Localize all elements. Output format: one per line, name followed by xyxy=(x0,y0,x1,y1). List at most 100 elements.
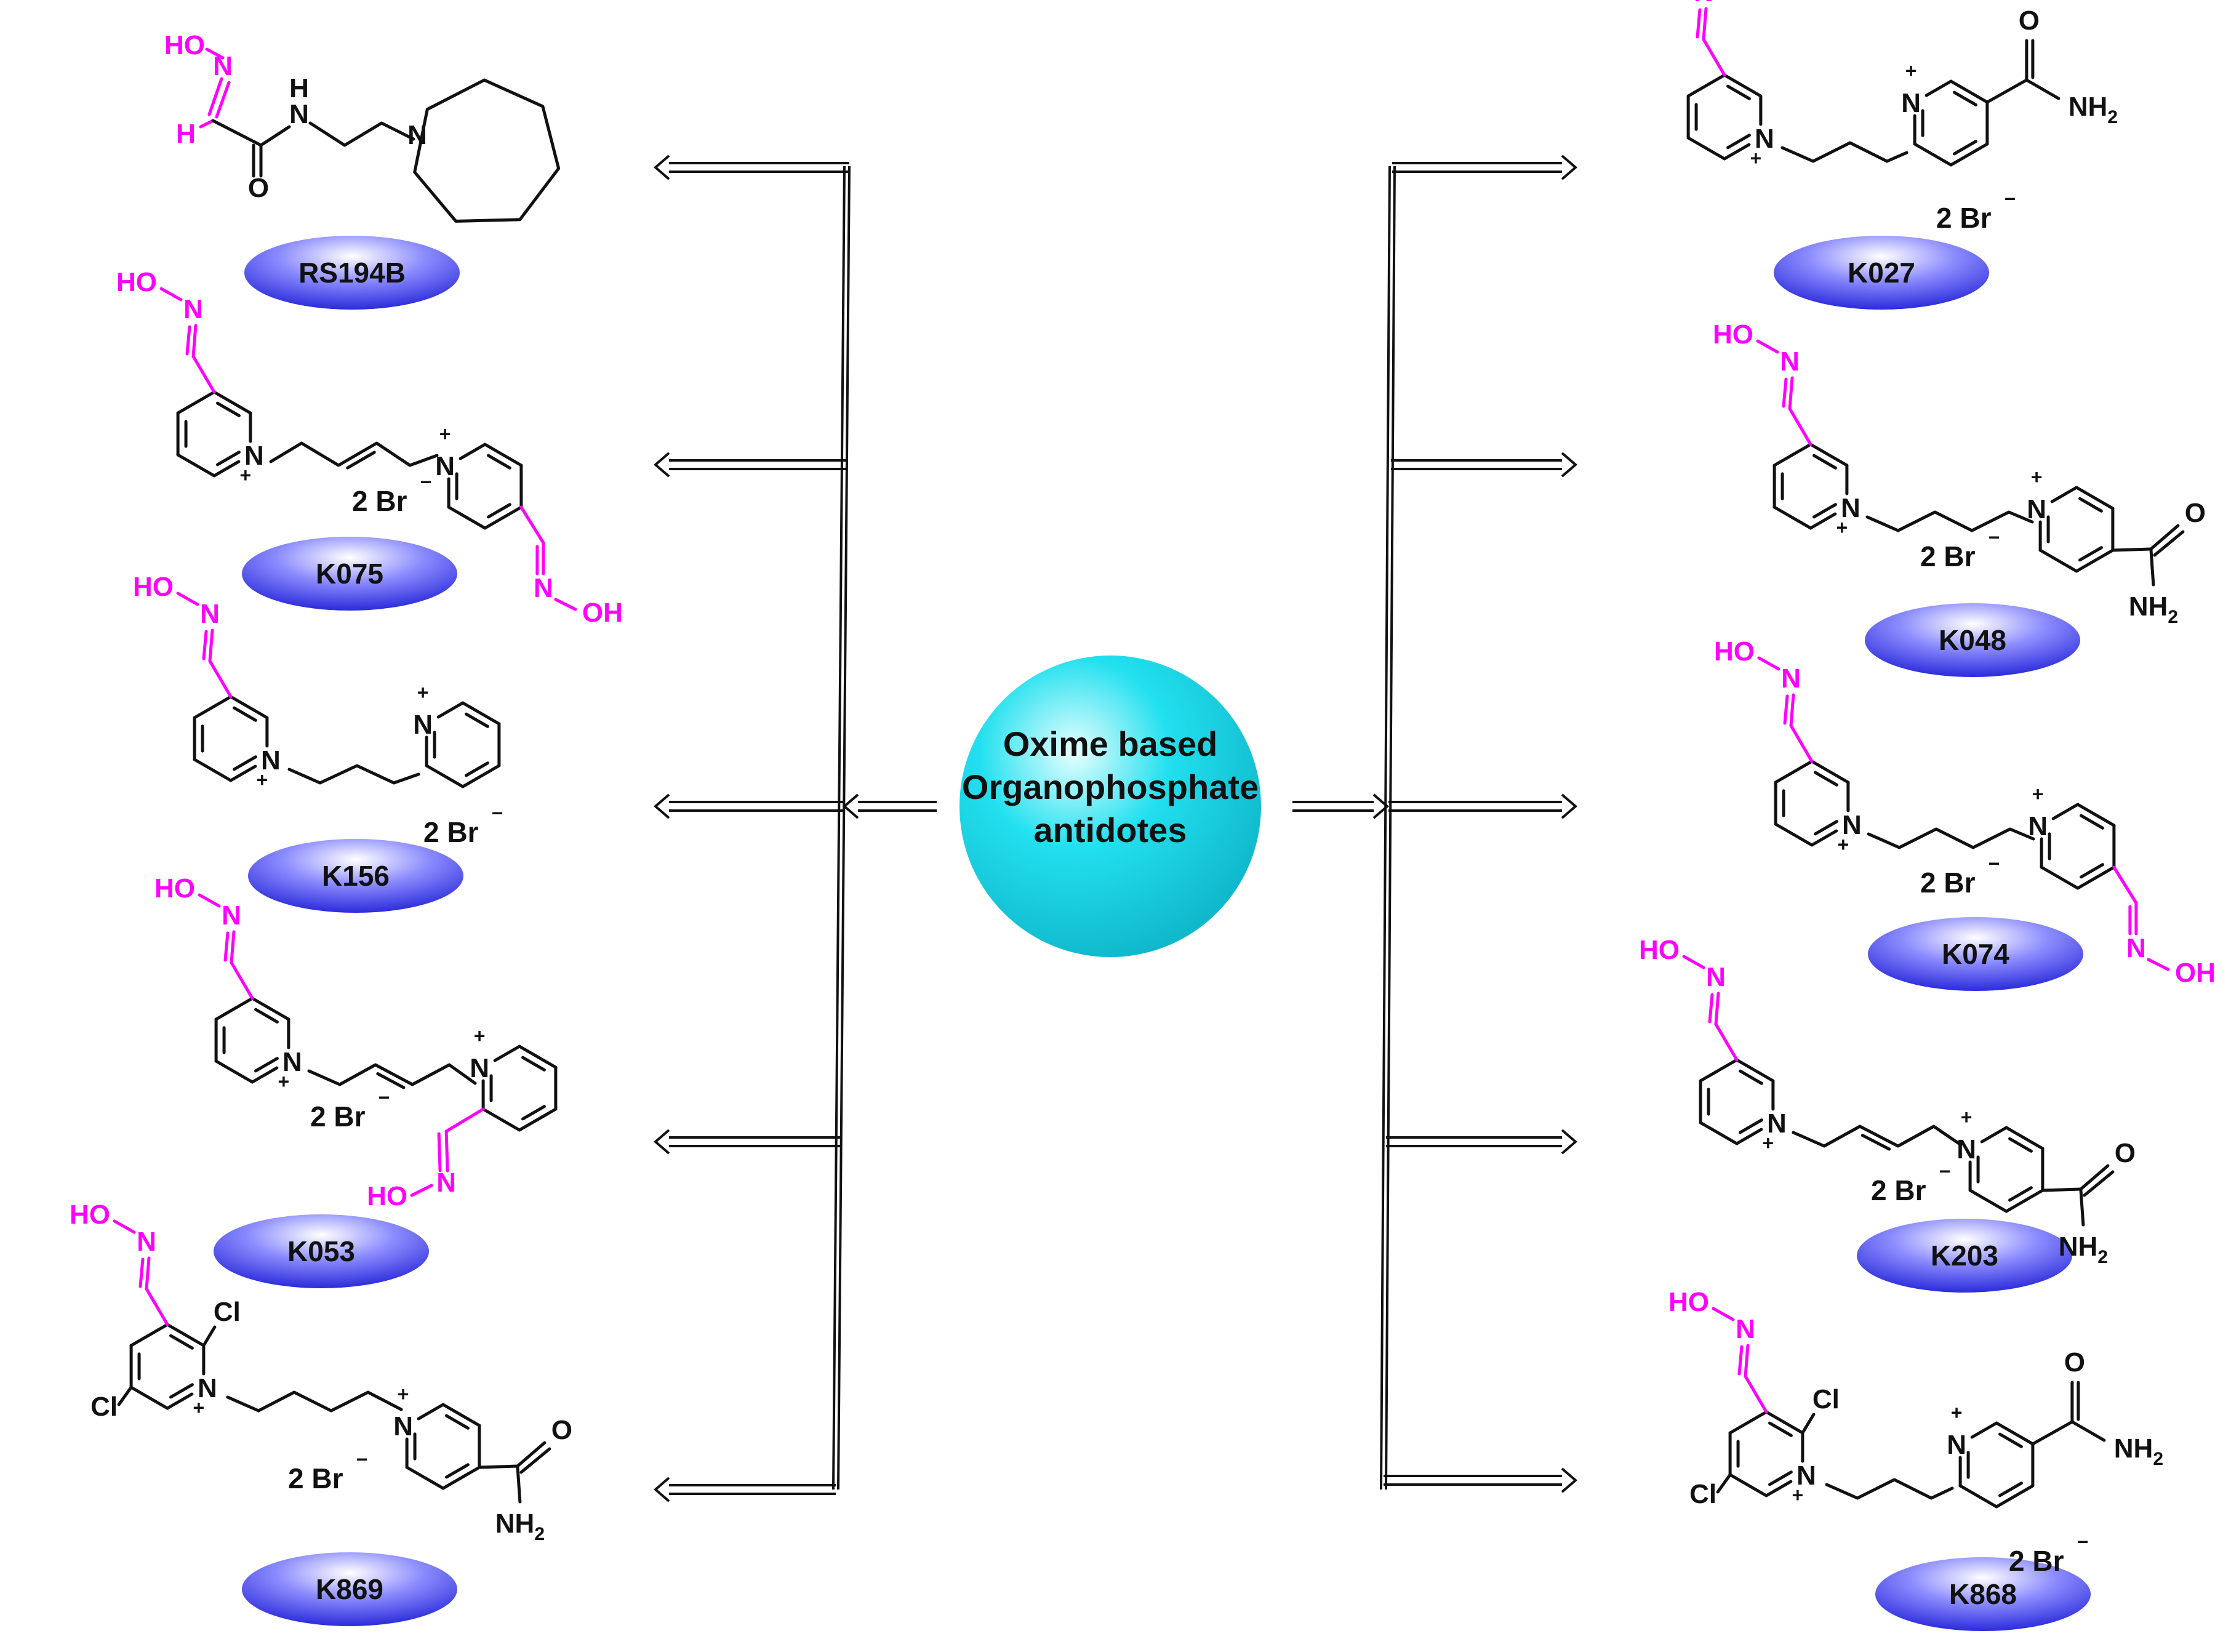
bond xyxy=(1825,1478,1954,1500)
label-ellipse xyxy=(242,1552,457,1626)
bond xyxy=(2149,524,2180,551)
bond xyxy=(2051,803,2080,820)
double-arrow xyxy=(1388,793,1578,819)
nitrogen-atom: N xyxy=(244,441,264,471)
bond xyxy=(1810,760,1850,784)
label-ellipse xyxy=(214,1214,429,1288)
bond xyxy=(117,1385,133,1406)
bond xyxy=(1998,1432,2023,1448)
oxime-nitrogen: N xyxy=(1736,1314,1755,1344)
bond xyxy=(1968,1189,2008,1213)
bond xyxy=(1867,827,2035,849)
label-text: K203 xyxy=(1931,1240,1998,1272)
oxime-hydroxyl: HO xyxy=(1639,935,1680,965)
bond xyxy=(487,454,511,470)
bond xyxy=(441,1466,481,1490)
bond xyxy=(1774,760,1814,784)
bond xyxy=(1744,1374,1768,1414)
compound-label-K868: K868 xyxy=(1875,1557,2091,1631)
amide-hydrogen: H xyxy=(289,73,309,103)
bond xyxy=(2111,547,2153,552)
counterion-2br: 2 Br xyxy=(310,1101,366,1133)
bond xyxy=(445,1463,470,1479)
oxime-hydroxyl: OH xyxy=(582,598,623,628)
bond xyxy=(215,81,231,119)
oxime-nitrogen: N xyxy=(137,1227,156,1257)
amide-nh2: NH2 xyxy=(2114,1433,2163,1469)
bond xyxy=(1958,1484,1998,1509)
bond xyxy=(193,758,233,782)
bond xyxy=(410,1184,433,1197)
bond xyxy=(199,119,215,129)
bond xyxy=(519,505,545,545)
nitrogen-atom: N xyxy=(282,1047,302,1077)
compound-label-K156: K156 xyxy=(248,839,463,913)
bond xyxy=(1702,38,1726,77)
bond xyxy=(2050,486,2078,503)
bond xyxy=(1768,1470,1793,1486)
bond xyxy=(233,755,257,771)
bond xyxy=(521,1105,546,1121)
counterion-2br: 2 Br xyxy=(288,1462,343,1494)
bond xyxy=(1789,693,1795,728)
bond xyxy=(1702,7,1708,41)
positive-charge: + xyxy=(1905,60,1917,82)
positive-charge: + xyxy=(257,769,268,791)
bond xyxy=(2008,1186,2033,1202)
bond xyxy=(185,325,191,356)
bond xyxy=(1985,78,2029,104)
bond xyxy=(1723,143,1751,161)
bond xyxy=(1380,166,1391,1490)
bond xyxy=(478,1464,519,1469)
positive-charge: + xyxy=(1951,1401,1963,1424)
bond xyxy=(516,1441,547,1468)
bond xyxy=(230,961,254,1000)
bond xyxy=(483,443,523,467)
bond xyxy=(2075,548,2115,573)
bond xyxy=(653,1477,670,1502)
center-title-line-3: antidotes xyxy=(1034,811,1187,849)
carbonyl-oxygen: O xyxy=(551,1415,572,1445)
negative-charge: − xyxy=(2005,188,2016,210)
counterion-2br: 2 Br xyxy=(352,485,407,517)
bond xyxy=(1953,140,1977,156)
bond xyxy=(1774,822,1814,847)
double-arrow xyxy=(1292,793,1390,819)
bond xyxy=(2083,1170,2115,1197)
compound-label-RS194B: RS194B xyxy=(244,236,460,310)
nitrogen-atom: N xyxy=(1755,124,1774,154)
oxime-nitrogen: N xyxy=(183,294,203,324)
bond xyxy=(483,505,523,530)
compound-label-K869: K869 xyxy=(242,1552,457,1626)
bond xyxy=(1809,512,1837,530)
nitrogen-atom: N xyxy=(470,1053,489,1083)
bond xyxy=(554,598,577,611)
chlorine-atom: Cl xyxy=(1689,1479,1716,1509)
carbonyl-oxygen: O xyxy=(248,173,269,203)
bond xyxy=(176,390,216,415)
bond xyxy=(307,1063,477,1086)
bond xyxy=(113,1219,136,1234)
oxime-nitrogen: N xyxy=(213,51,233,81)
bond xyxy=(417,1403,445,1421)
bond xyxy=(191,355,216,394)
bond xyxy=(516,1464,522,1504)
bond xyxy=(1372,793,1390,819)
bond xyxy=(842,793,859,819)
center-node: Oxime based Organophosphate antidotes xyxy=(959,656,1261,957)
oxime-nitrogen: N xyxy=(1780,347,1800,377)
bond xyxy=(2147,958,2170,971)
nitrogen-atom: N xyxy=(393,1411,413,1441)
bond xyxy=(145,1256,151,1291)
bond xyxy=(1561,452,1578,478)
bond xyxy=(1768,1421,1793,1437)
nitrogen-atom: N xyxy=(198,1373,217,1403)
carbonyl-oxygen: O xyxy=(2185,498,2206,528)
compound-label-K203: K203 xyxy=(1857,1219,2072,1293)
bond xyxy=(2075,486,2115,510)
nitrogen-atom: N xyxy=(261,745,281,776)
